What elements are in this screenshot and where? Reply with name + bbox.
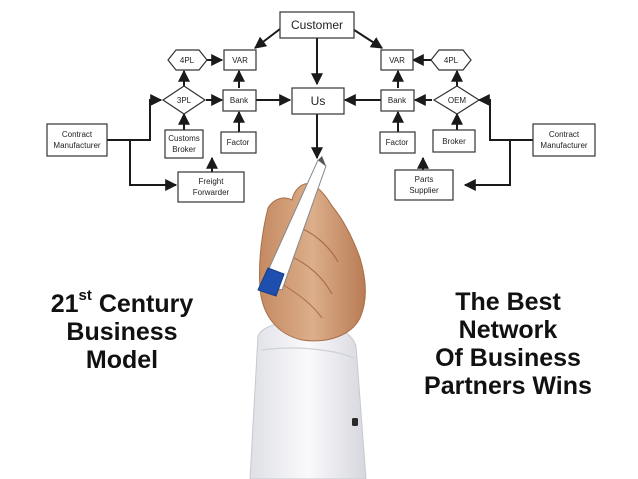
right-factor-node — [379, 131, 416, 154]
right-contract-label-line2: Manufacturer — [540, 141, 587, 150]
left-3pl-label: 3PL — [177, 96, 192, 105]
right-headline-line2: Network — [458, 316, 558, 344]
left-factor-node — [220, 131, 257, 154]
hand — [258, 183, 366, 342]
right-factor-label: Factor — [386, 138, 409, 147]
left-headline-line1: 21st Century — [22, 287, 222, 318]
customs-broker-node — [164, 129, 204, 159]
freight-label-line1: Freight — [199, 177, 225, 186]
connector-lines — [107, 25, 533, 191]
broker-label: Broker — [442, 137, 466, 146]
right-headline-line3: Of Business — [435, 344, 581, 372]
node-shapes — [46, 11, 596, 203]
customs-label-line1: Customs — [168, 134, 200, 143]
left-var-label: VAR — [232, 56, 248, 65]
left-headline-number: 21 — [50, 290, 79, 318]
parts-supplier-node — [394, 169, 454, 201]
left-contract-manufacturer-node — [46, 123, 108, 157]
left-3pl-node — [161, 85, 207, 115]
left-headline-line3: Model — [85, 346, 159, 374]
shirt-sleeve — [249, 320, 367, 479]
freight-forwarder-node — [177, 171, 245, 203]
customs-label-line2: Broker — [172, 145, 196, 154]
left-bank-label: Bank — [230, 96, 249, 105]
node-labels: Customer Us 4PL VAR VAR 4PL 3PL Bank Ban… — [53, 18, 587, 197]
right-oem-node — [432, 85, 481, 115]
left-bank-node — [222, 89, 257, 112]
left-contract-label-line1: Contract — [62, 130, 93, 139]
freight-label-line2: Forwarder — [193, 188, 230, 197]
customer-label: Customer — [291, 18, 343, 32]
broker-node — [432, 129, 476, 153]
hand-with-marker-illustration — [249, 156, 367, 479]
right-contract-manufacturer-node — [532, 123, 596, 157]
right-headline-line1: The Best — [455, 288, 561, 316]
right-bank-node — [380, 89, 415, 112]
right-4pl-label: 4PL — [444, 56, 459, 65]
parts-label-line2: Supplier — [409, 186, 439, 195]
left-headline-century: Century — [98, 290, 194, 318]
us-node — [291, 87, 345, 115]
left-headline: 21st Century Business Model — [22, 287, 222, 374]
right-var-node — [380, 49, 414, 71]
right-contract-label-line1: Contract — [549, 130, 580, 139]
left-4pl-node — [167, 49, 208, 71]
left-factor-label: Factor — [227, 138, 250, 147]
right-4pl-node — [430, 49, 472, 71]
customer-node — [279, 11, 355, 39]
marker-cap — [257, 267, 285, 297]
left-headline-suffix: st — [78, 287, 92, 304]
left-headline-line2: Business — [66, 318, 178, 346]
us-label: Us — [311, 94, 326, 108]
right-bank-label: Bank — [388, 96, 407, 105]
left-4pl-label: 4PL — [180, 56, 195, 65]
right-oem-label: OEM — [448, 96, 467, 105]
right-headline: The Best Network Of Business Partners Wi… — [398, 288, 618, 400]
right-headline-line4: Partners Wins — [424, 372, 592, 400]
right-var-label: VAR — [389, 56, 405, 65]
cuff-button — [352, 418, 358, 426]
left-var-node — [223, 49, 257, 71]
left-contract-label-line2: Manufacturer — [53, 141, 100, 150]
parts-label-line1: Parts — [415, 175, 434, 184]
